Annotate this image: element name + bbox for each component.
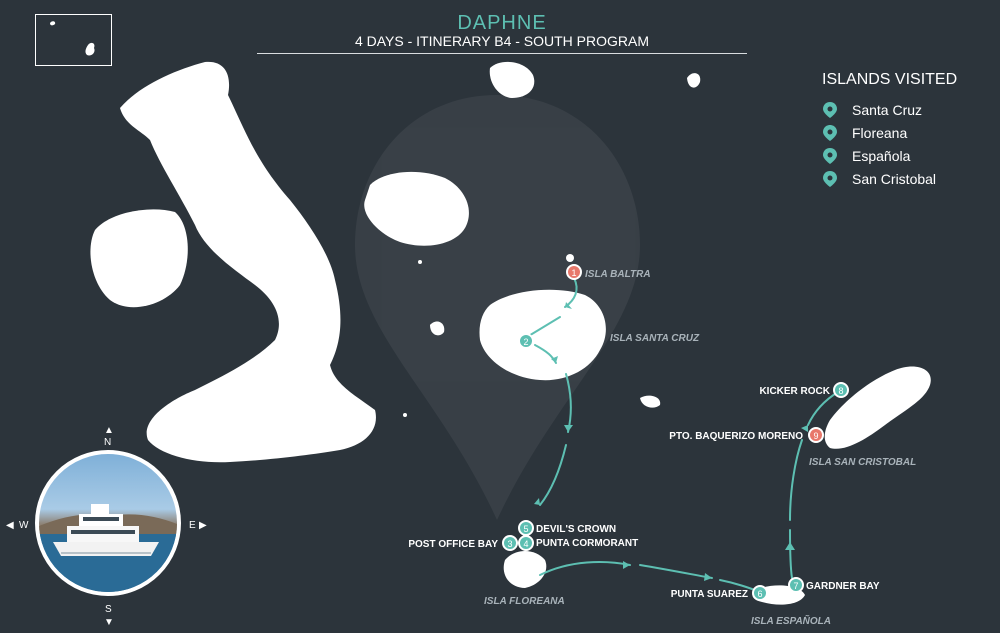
island-fernandina <box>90 209 188 308</box>
yacht-photo <box>35 450 181 596</box>
stop-4-number: 4 <box>523 539 528 549</box>
stop-5: 5 <box>518 520 534 536</box>
legend-item-label: Floreana <box>852 124 908 141</box>
route-arrows <box>534 302 808 581</box>
island-small-2 <box>430 321 445 336</box>
island-small-3 <box>640 395 661 408</box>
route-leg-5 <box>539 444 567 506</box>
stop-7-number: 7 <box>793 581 798 591</box>
islet-b <box>403 413 407 417</box>
stop-1: 1 <box>566 264 582 280</box>
label-isla-baltra: ISLA BALTRA <box>585 269 651 280</box>
islands <box>90 61 931 605</box>
stop-1-number: 1 <box>571 268 576 278</box>
stop-5-label: DEVIL'S CROWN <box>536 524 616 535</box>
island-small-1 <box>687 73 701 88</box>
stop-7-label: GARDNER BAY <box>806 581 880 592</box>
label-isla-san-cristobal: ISLA SAN CRISTOBAL <box>809 457 916 468</box>
islet-baltra <box>566 254 574 262</box>
stop-9-label: PTO. BAQUERIZO MORENO <box>669 431 803 442</box>
compass-south: S <box>105 604 112 615</box>
route-leg-10 <box>789 439 803 521</box>
stop-5-number: 5 <box>523 524 528 534</box>
stop-6-number: 6 <box>757 589 762 599</box>
page-subtitle: 4 DAYS - ITINERARY B4 - SOUTH PROGRAM <box>257 33 747 54</box>
inset-map-shapes <box>50 21 95 56</box>
island-santiago <box>364 171 469 246</box>
stop-labels: HIGHLANDS POST OFFICE BAY PUNTA CORMORAN… <box>408 337 880 600</box>
legend-item: San Cristobal <box>822 167 936 190</box>
inset-map <box>35 14 112 66</box>
stop-2: 2 <box>518 333 534 349</box>
stop-8-number: 8 <box>838 386 843 396</box>
legend-item-label: Santa Cruz <box>852 101 923 118</box>
island-labels: ISLA BALTRA ISLA SANTA CRUZ ISLA FLOREAN… <box>484 269 916 627</box>
stop-2-number: 2 <box>523 337 528 347</box>
stop-6: 6 <box>752 585 768 601</box>
route-leg-7 <box>639 564 713 579</box>
legend-item-label: San Cristobal <box>852 170 937 187</box>
stop-9: 9 <box>808 427 824 443</box>
compass-east-arrow-icon: ▶ <box>199 520 207 531</box>
yacht-illustration-icon <box>39 504 177 592</box>
stop-3-number: 3 <box>507 539 512 549</box>
stop-4: 4 <box>518 535 534 551</box>
stop-3: 3 <box>502 535 518 551</box>
compass-north-arrow-icon: ▲ <box>104 425 114 436</box>
label-isla-espanola: ISLA ESPAÑOLA <box>751 614 831 627</box>
map-pin-icon <box>823 124 837 141</box>
island-san-cristobal <box>824 366 931 449</box>
map-pin-icon <box>823 101 837 118</box>
stop-8-label: KICKER ROCK <box>759 386 830 397</box>
stop-2-label: HIGHLANDS <box>536 337 596 348</box>
island-floreana <box>503 551 547 588</box>
route-leg-2 <box>526 316 561 338</box>
stop-9-number: 9 <box>813 431 818 441</box>
legend-item: Española <box>822 144 936 167</box>
stop-6-label: PUNTA SUAREZ <box>671 589 748 600</box>
legend-item-label: Española <box>852 147 911 164</box>
map-pin-icon <box>823 170 837 187</box>
compass-south-arrow-icon: ▼ <box>104 617 114 628</box>
page-title: DAPHNE <box>457 12 547 34</box>
compass-west: W <box>19 520 29 531</box>
legend-item: Santa Cruz <box>822 98 936 121</box>
island-santa-cruz <box>479 289 606 381</box>
stop-4-label: PUNTA CORMORANT <box>536 538 638 549</box>
stop-8: 8 <box>833 382 849 398</box>
route-leg-9 <box>789 529 793 579</box>
compass-west-arrow-icon: ◀ <box>6 520 14 531</box>
label-isla-santa-cruz: ISLA SANTA CRUZ <box>610 333 700 344</box>
stop-3-label: POST OFFICE BAY <box>408 539 498 550</box>
stop-7: 7 <box>788 577 804 593</box>
compass-east: E <box>189 520 196 531</box>
islet-a <box>418 260 422 264</box>
label-isla-floreana: ISLA FLOREANA <box>484 596 565 607</box>
legend-list: Santa Cruz Floreana Española San Cristob… <box>822 98 936 190</box>
island-isabela <box>120 61 376 463</box>
route-leg-6 <box>539 561 631 576</box>
legend-item: Floreana <box>822 121 936 144</box>
map-pin-icon <box>823 147 837 164</box>
compass-north: N <box>104 437 112 448</box>
legend-title: ISLANDS VISITED <box>822 71 958 88</box>
island-genovesa <box>489 61 535 98</box>
